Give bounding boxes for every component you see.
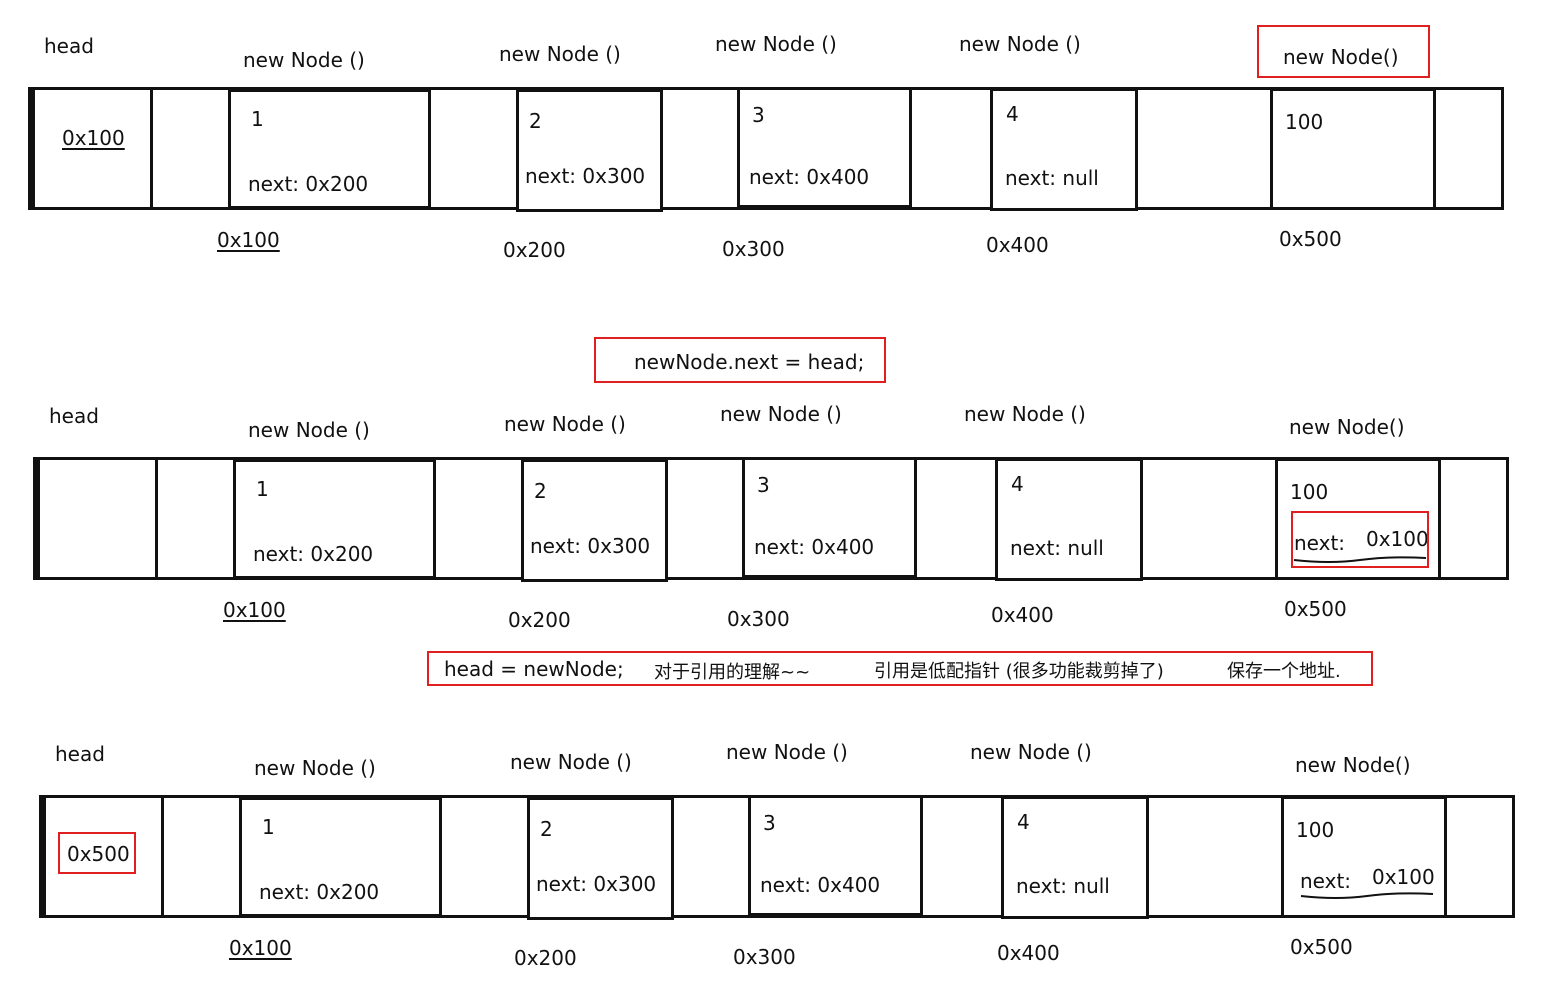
code-annotation: head = newNode;: [444, 657, 624, 681]
note-text: 引用是低配指针 (很多功能裁剪掉了): [874, 661, 1164, 682]
node-address: 0x200: [514, 946, 577, 970]
node-next: next: 0x200: [248, 172, 369, 196]
head-label: head: [44, 34, 94, 58]
node-value: 100: [1290, 480, 1329, 504]
node-next: next: 0x200: [253, 542, 374, 566]
list-node: 1 next: 0x200: [233, 459, 436, 579]
node-next: next: 0x400: [760, 873, 881, 897]
node-value: 100: [1296, 818, 1335, 842]
node-title: new Node (): [964, 402, 1086, 426]
node-address: 0x100: [229, 936, 292, 960]
node-value: 2: [529, 109, 542, 133]
node-address: 0x100: [217, 228, 280, 252]
node-address: 0x500: [1290, 935, 1353, 959]
head-label: head: [49, 404, 99, 428]
node-title: new Node (): [254, 756, 376, 780]
node-title: new Node(): [1295, 753, 1411, 777]
node-next: next: 0x400: [754, 535, 875, 559]
head-value-highlight: [58, 832, 136, 874]
node-address: 0x500: [1284, 597, 1347, 621]
head-value: 0x500: [67, 842, 130, 866]
node-title: new Node (): [715, 32, 837, 56]
node-value: 4: [1017, 810, 1030, 834]
code-annotation-box: [427, 651, 1373, 686]
note-text: 保存一个地址.: [1227, 661, 1341, 682]
list-node: 4 next: null: [990, 88, 1138, 211]
node-next: next: 0x300: [536, 872, 657, 896]
node-next: next: null: [1010, 536, 1104, 560]
node-next: next: 0x300: [525, 164, 646, 188]
node-value: 1: [251, 107, 264, 131]
node-value: 4: [1006, 102, 1019, 126]
list-node: 100: [1270, 88, 1436, 210]
node-address: 0x500: [1279, 227, 1342, 251]
node-value: 3: [752, 103, 765, 127]
wavy-underline: [1293, 556, 1427, 563]
node-address: 0x200: [503, 238, 566, 262]
node-title: new Node(): [1289, 415, 1405, 439]
node-title: new Node (): [243, 48, 365, 72]
list-node: 2 next: 0x300: [516, 89, 663, 212]
node-value: 1: [256, 477, 269, 501]
list-node: 4 next: null: [995, 458, 1143, 581]
head-value: 0x100: [62, 126, 125, 150]
node-value: 3: [757, 473, 770, 497]
divider: [36, 457, 40, 580]
node-address: 0x300: [722, 237, 785, 261]
node-title: new Node (): [499, 42, 621, 66]
node-title: new Node (): [970, 740, 1092, 764]
node-address: 0x300: [727, 607, 790, 631]
node-title: new Node(): [1283, 45, 1399, 69]
list-node: 1 next: 0x200: [239, 797, 442, 917]
node-address: 0x300: [733, 945, 796, 969]
node-value: 100: [1285, 110, 1324, 134]
divider: [42, 795, 46, 918]
node-address: 0x400: [991, 603, 1054, 627]
new-node-highlight: [1257, 25, 1430, 78]
node-title: new Node (): [726, 740, 848, 764]
node-address: 0x400: [986, 233, 1049, 257]
node-title: new Node (): [959, 32, 1081, 56]
node-value: 4: [1011, 472, 1024, 496]
node-value: 1: [262, 815, 275, 839]
node-next: next: 0x400: [749, 165, 870, 189]
code-annotation: newNode.next = head;: [634, 350, 865, 374]
node-next-key: next:: [1294, 531, 1346, 555]
node-title: new Node (): [510, 750, 632, 774]
node-value: 2: [540, 817, 553, 841]
node-next: next: null: [1005, 166, 1099, 190]
node-address: 0x400: [997, 941, 1060, 965]
node-title: new Node (): [720, 402, 842, 426]
node-value: 3: [763, 811, 776, 835]
next-pointer-highlight: [1291, 511, 1429, 568]
node-address: 0x100: [223, 598, 286, 622]
list-node: 4 next: null: [1001, 796, 1149, 919]
divider: [161, 795, 164, 918]
wavy-underline: [1300, 892, 1434, 899]
node-title: new Node (): [248, 418, 370, 442]
node-next-value: 0x100: [1366, 527, 1429, 551]
node-next-value: 0x100: [1372, 865, 1435, 889]
note-text: 对于引用的理解~~: [654, 662, 811, 683]
node-next-key: next:: [1300, 869, 1352, 893]
code-annotation-box: [594, 337, 886, 383]
list-node: 1 next: 0x200: [228, 89, 431, 209]
divider: [150, 87, 153, 210]
node-address: 0x200: [508, 608, 571, 632]
list-node: 2 next: 0x300: [521, 459, 668, 582]
node-value: 2: [534, 479, 547, 503]
list-node: 3 next: 0x400: [748, 795, 923, 916]
node-next: next: 0x200: [259, 880, 380, 904]
divider: [155, 457, 158, 580]
list-node: 2 next: 0x300: [527, 797, 674, 920]
list-node: 3 next: 0x400: [737, 87, 912, 208]
divider: [31, 87, 35, 210]
head-label: head: [55, 742, 105, 766]
node-next: next: 0x300: [530, 534, 651, 558]
node-title: new Node (): [504, 412, 626, 436]
list-node: 3 next: 0x400: [742, 457, 917, 578]
node-next: next: null: [1016, 874, 1110, 898]
